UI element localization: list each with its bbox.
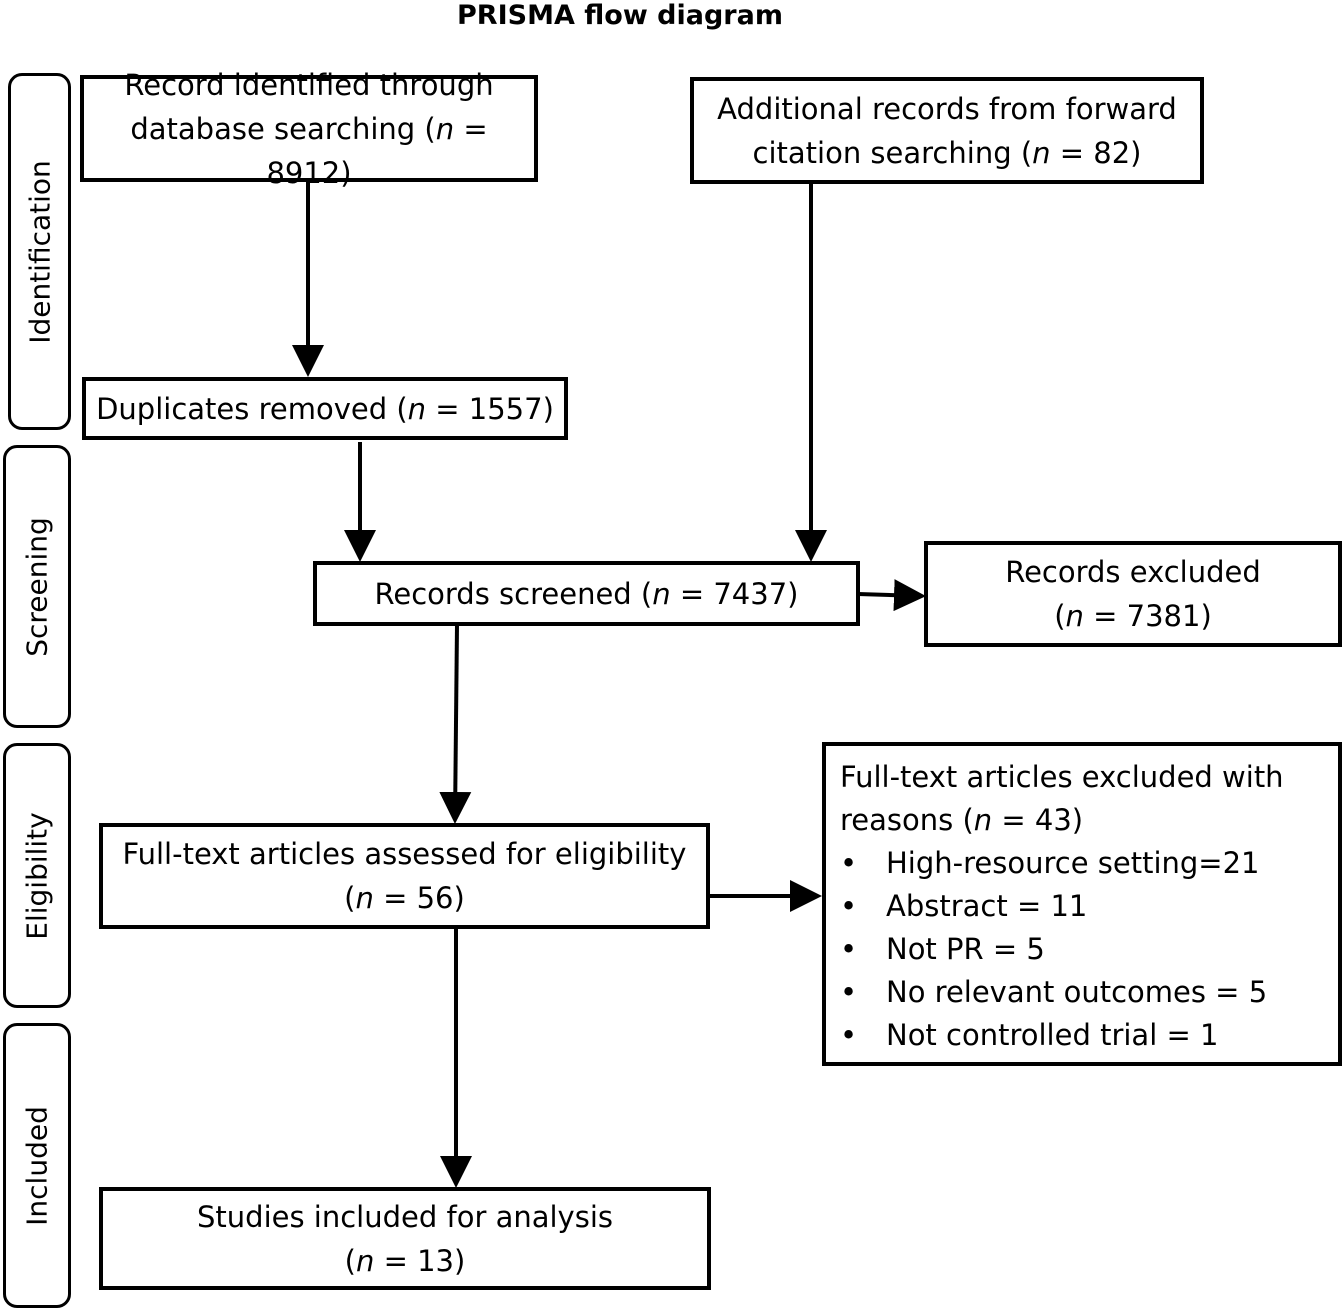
records-excluded-line1: Records excluded	[1005, 555, 1261, 589]
database-search-line2: database searching (n = 8912)	[130, 111, 488, 190]
bullet-icon: •	[840, 1018, 858, 1052]
box-fulltext-excluded: Full-text articles excluded with reasons…	[822, 742, 1342, 1066]
bullet-icon: •	[840, 932, 858, 966]
forward-citation-line2: citation searching (n = 82)	[752, 135, 1142, 170]
box-duplicates-removed: Duplicates removed (n = 1557)	[82, 377, 568, 440]
box-records-screened: Records screened (n = 7437)	[313, 561, 860, 626]
stage-eligibility: Eligibility	[3, 743, 71, 1008]
duplicates-removed-text: Duplicates removed (n = 1557)	[96, 391, 554, 426]
database-search-line1: Record identified through	[124, 67, 494, 102]
records-excluded-line2: (n = 7381)	[1054, 599, 1212, 633]
studies-included-line2: (n = 13)	[344, 1243, 466, 1278]
fulltext-assessed-line2: (n = 56)	[344, 881, 465, 915]
box-fulltext-assessed: Full-text articles assessed for eligibil…	[99, 823, 710, 929]
box-records-excluded: Records excluded (n = 7381)	[924, 541, 1342, 647]
arrow-screened-to-fulltext	[439, 624, 472, 824]
studies-included-line1: Studies included for analysis	[197, 1199, 613, 1234]
forward-citation-line1: Additional records from forward	[717, 91, 1177, 126]
fulltext-assessed-line1: Full-text articles assessed for eligibil…	[122, 837, 687, 871]
box-database-search: Record identified through database searc…	[80, 68, 538, 190]
records-screened-text: Records screened (n = 7437)	[374, 576, 799, 611]
stage-screening: Screening	[3, 445, 71, 728]
exclusion-reason: •Not controlled trial = 1	[840, 1014, 1338, 1057]
exclusion-reason: •No relevant outcomes = 5	[840, 971, 1338, 1014]
exclusion-reason: •High-resource setting=21	[840, 842, 1338, 885]
stage-included: Included	[3, 1023, 71, 1308]
bullet-icon: •	[840, 889, 858, 923]
box-studies-included: Studies included for analysis (n = 13)	[99, 1187, 711, 1290]
bullet-icon: •	[840, 975, 858, 1009]
box-forward-citation: Additional records from forward citation…	[690, 77, 1204, 184]
diagram-title: PRISMA flow diagram	[457, 0, 783, 31]
stage-identification: Identification	[8, 73, 71, 430]
fulltext-excluded-line1: Full-text articles excluded with	[840, 760, 1284, 794]
fulltext-excluded-line2: reasons (n = 43)	[840, 803, 1084, 837]
exclusion-reason: •Not PR = 5	[840, 928, 1338, 971]
exclusion-reason: •Abstract = 11	[840, 885, 1338, 928]
bullet-icon: •	[840, 846, 858, 880]
arrow-screened-to-excluded	[857, 579, 926, 612]
